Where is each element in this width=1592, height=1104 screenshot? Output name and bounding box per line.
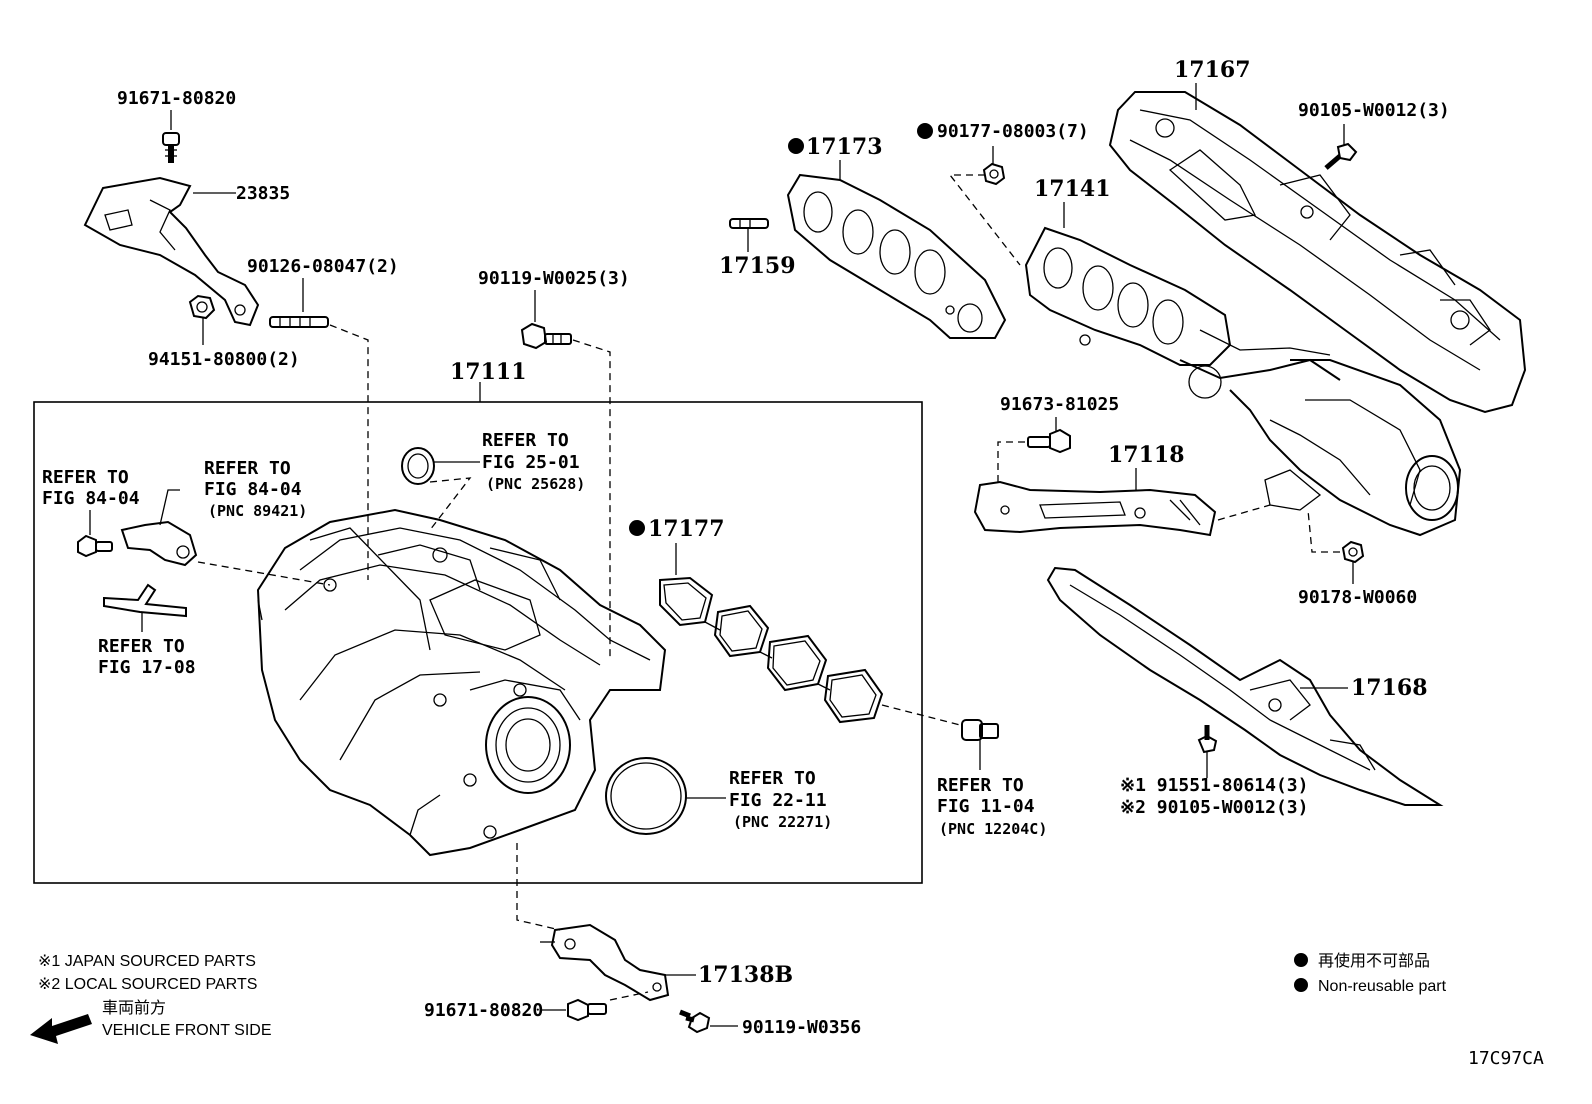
vehicle-front-arrow-icon — [30, 1014, 92, 1044]
ref-8404-mid-line1: REFER TO — [204, 458, 291, 479]
nut-90177 — [982, 146, 1006, 186]
label-94151: 94151-80800(2) — [148, 349, 300, 370]
legend-front-jp: 車両前方 — [102, 999, 166, 1017]
label-17167: 17167 — [1174, 57, 1251, 83]
sensor-bolt-left — [77, 510, 113, 558]
nut-90178 — [1341, 540, 1365, 584]
label-90119-top: 90119-W0025(3) — [478, 268, 630, 289]
oring-25628 — [401, 447, 480, 531]
heat-insulator-17168 — [1046, 566, 1444, 806]
intake-manifold-17111 — [256, 508, 667, 857]
heat-insulator-17167 — [1108, 91, 1527, 414]
label-17111: 17111 — [450, 359, 527, 385]
ref-8404-mid-line2: FIG 84-04 — [204, 479, 302, 500]
legend-japan-sourced: ※1 JAPAN SOURCED PARTS — [38, 953, 256, 970]
ref-2501-line1: REFER TO — [482, 430, 569, 451]
label-17141: 17141 — [1034, 176, 1111, 202]
legend-nonreusable-jp: 再使用不可部品 — [1318, 952, 1430, 970]
label-17177: 17177 — [648, 516, 725, 542]
plug-12204c — [961, 719, 999, 770]
ref-1104-line1: REFER TO — [937, 775, 1024, 796]
label-17159: 17159 — [719, 253, 796, 279]
gasket-22271 — [605, 757, 726, 835]
ref-8404-left-line2: FIG 84-04 — [42, 488, 140, 509]
bracket-23835 — [83, 176, 260, 327]
label-90105-top: 90105-W0012(3) — [1298, 100, 1450, 121]
label-17168: 17168 — [1351, 675, 1428, 701]
nonreusable-dot-90177 — [917, 123, 933, 139]
group-frame-17111 — [33, 401, 923, 884]
label-90178: 90178-W0060 — [1298, 587, 1417, 608]
note-91551: ※1 91551-80614(3) — [1120, 775, 1308, 796]
legend-nonreusable-en: Non-reusable part — [1318, 978, 1447, 995]
exhaust-manifold-17141 — [1024, 226, 1462, 537]
nonreusable-dot-17177 — [629, 520, 645, 536]
ref-2501-line3: (PNC 25628) — [486, 475, 585, 493]
hose-1708 — [103, 583, 187, 632]
stud-17159 — [729, 218, 769, 252]
nonreusable-dot-17173 — [788, 138, 804, 154]
gasket-17173 — [786, 160, 1007, 339]
bolt-91673 — [1027, 417, 1071, 454]
bolt-91551 — [1197, 725, 1218, 778]
bolt-91671-top — [162, 110, 180, 163]
ref-8404-left-line1: REFER TO — [42, 467, 129, 488]
gasket-17177 — [659, 543, 884, 724]
legend-front-en: VEHICLE FRONT SIDE — [102, 1022, 272, 1039]
legend-local-sourced: ※2 LOCAL SOURCED PARTS — [38, 976, 257, 993]
nut-94151 — [188, 294, 216, 345]
label-91671-bottom: 91671-80820 — [424, 1000, 543, 1021]
stud-90126 — [269, 278, 329, 328]
bracket-17138b — [540, 923, 696, 1002]
ref-1104-line3: (PNC 12204C) — [939, 820, 1047, 838]
ref-2211-line3: (PNC 22271) — [733, 813, 832, 831]
legend-dot-en — [1294, 978, 1308, 992]
legend-dot-jp — [1294, 953, 1308, 967]
ref-2211-line1: REFER TO — [729, 768, 816, 789]
sensor-89421 — [120, 489, 198, 567]
ref-1708-line1: REFER TO — [98, 636, 185, 657]
label-91673: 91673-81025 — [1000, 394, 1119, 415]
ref-8404-mid-line3: (PNC 89421) — [208, 502, 307, 520]
bolt-91671-bottom — [540, 998, 607, 1022]
diagram-code: 17C97CA — [1468, 1048, 1544, 1069]
ref-1104-line2: FIG 11-04 — [937, 796, 1035, 817]
label-17173: 17173 — [806, 134, 883, 160]
label-17118: 17118 — [1108, 442, 1185, 468]
label-91671-top: 91671-80820 — [117, 88, 236, 109]
note-90105-local: ※2 90105-W0012(3) — [1120, 797, 1308, 818]
bolt-90119-bottom — [679, 1009, 738, 1034]
label-90119-bottom: 90119-W0356 — [742, 1017, 861, 1038]
label-90177: 90177-08003(7) — [937, 121, 1089, 142]
label-90126: 90126-08047(2) — [247, 256, 399, 277]
bracket-17118 — [973, 480, 1217, 537]
ref-2501-line2: FIG 25-01 — [482, 452, 580, 473]
label-23835: 23835 — [236, 183, 290, 204]
ref-1708-line2: FIG 17-08 — [98, 657, 196, 678]
label-17138b: 17138B — [698, 962, 793, 988]
ref-2211-line2: FIG 22-11 — [729, 790, 827, 811]
bolt-90119-top — [520, 290, 572, 350]
bolt-90105-top — [1324, 124, 1358, 170]
